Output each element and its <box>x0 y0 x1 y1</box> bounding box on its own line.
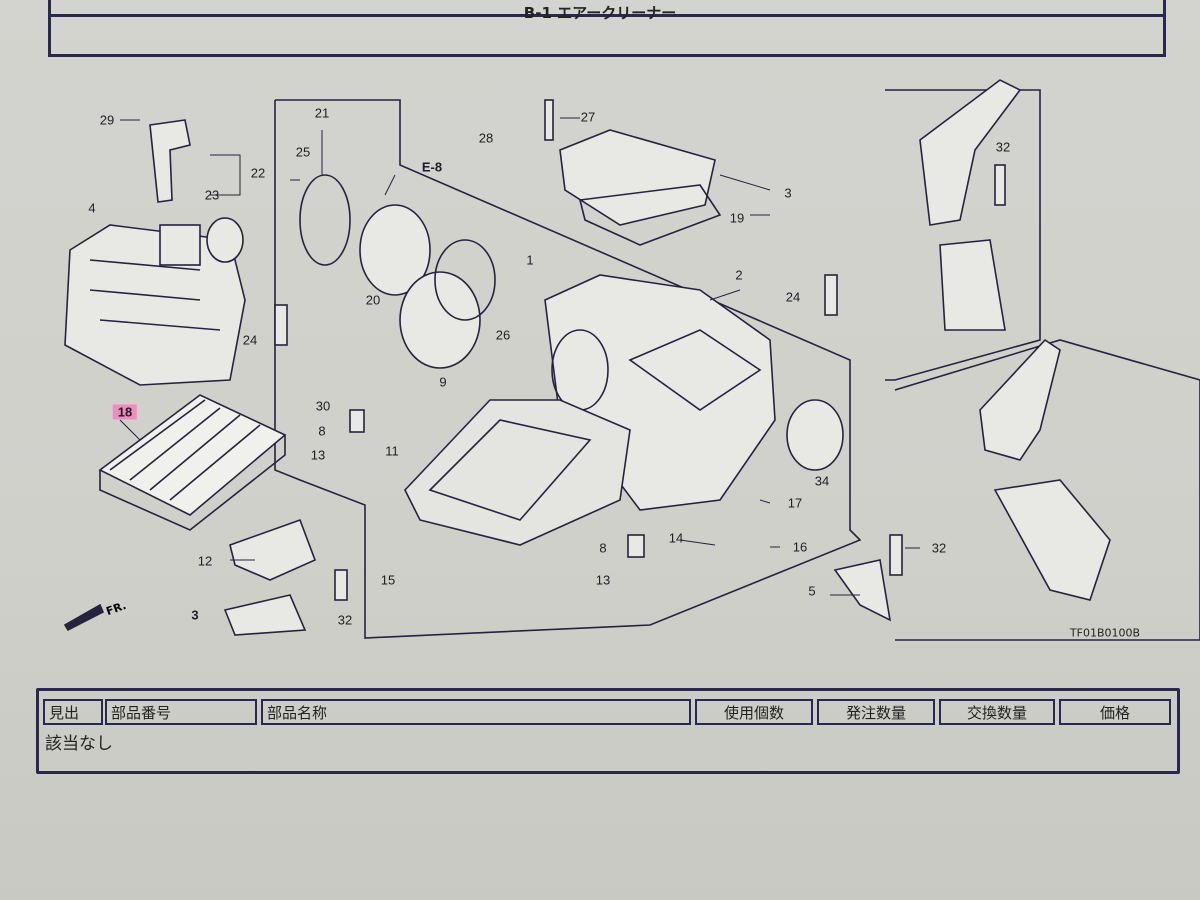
intake-duct-part <box>399 271 481 369</box>
stay-part <box>919 79 1022 226</box>
callout-23: 23 <box>204 187 220 203</box>
title-frame <box>48 0 1166 57</box>
callout-e8-reference[interactable]: E-8 <box>421 159 443 175</box>
air-cleaner-lid-part <box>559 129 722 246</box>
bracket-part-5 <box>833 559 892 622</box>
callout-34: 34 <box>814 473 830 489</box>
page-title: B-1 エアークリーナー <box>523 4 677 22</box>
no-results-text: 該当なし <box>45 734 113 754</box>
column-header-part-number: 部品番号 <box>105 699 257 725</box>
callout-32: 32 <box>337 612 353 628</box>
leader-lines <box>119 117 920 596</box>
column-header-price: 価格 <box>1059 699 1171 725</box>
callout-2: 2 <box>735 267 743 283</box>
callout-18-highlighted: 18 <box>112 404 138 420</box>
callout-8: 8 <box>318 423 326 439</box>
bracket-part-12 <box>229 518 317 581</box>
bolts <box>274 99 1006 601</box>
callout-15: 15 <box>380 572 396 588</box>
callout-32b: 32 <box>931 540 947 556</box>
callout-13: 13 <box>310 447 326 463</box>
callout-32c: 32 <box>995 139 1011 155</box>
callout-3: 3 <box>784 185 792 201</box>
air-filter-element-part <box>98 394 287 531</box>
bracket-part-lower <box>223 594 307 636</box>
air-cleaner-cover-part <box>64 217 246 386</box>
stay-part-2 <box>979 338 1061 461</box>
callout-27: 27 <box>580 109 596 125</box>
callout-30: 30 <box>315 398 331 414</box>
callout-24b: 24 <box>785 289 801 305</box>
mount-part <box>939 239 1006 331</box>
hose-clamp-part <box>299 174 351 266</box>
callout-21: 21 <box>314 105 330 121</box>
callout-1: 1 <box>526 252 534 268</box>
callout-4: 4 <box>88 200 96 216</box>
callout-26: 26 <box>495 327 511 343</box>
parts-table: 見出 部品番号 部品名称 使用個数 発注数量 交換数量 価格 該当なし <box>36 688 1180 774</box>
callout-25: 25 <box>295 144 311 160</box>
air-cleaner-housing-part <box>404 274 776 546</box>
title-rule <box>51 14 1163 17</box>
callout-8b: 8 <box>599 540 607 556</box>
mount-part-2 <box>993 479 1111 601</box>
front-arrow-icon <box>63 603 105 632</box>
column-header-quantity-used: 使用個数 <box>695 699 813 725</box>
callout-12: 12 <box>197 553 213 569</box>
group-outline <box>274 99 862 639</box>
callout-16: 16 <box>792 539 808 555</box>
callout-20: 20 <box>365 292 381 308</box>
callout-17: 17 <box>787 495 803 511</box>
column-header-order-quantity: 発注数量 <box>817 699 935 725</box>
callout-19: 19 <box>729 210 745 226</box>
sensor-part <box>149 119 191 203</box>
callout-5: 5 <box>808 583 816 599</box>
callout-3-lower: 3 <box>191 607 199 623</box>
bracket-group-outline-2 <box>894 339 1200 641</box>
callout-29: 29 <box>99 112 115 128</box>
figure-code: TF01B0100B <box>1069 626 1141 640</box>
callout-14: 14 <box>668 530 684 546</box>
column-header-part-name: 部品名称 <box>261 699 691 725</box>
exploded-parts-diagram <box>63 79 1200 641</box>
column-header-replacement-quantity: 交換数量 <box>939 699 1055 725</box>
callout-9: 9 <box>439 374 447 390</box>
duct-ring-part <box>786 399 844 471</box>
callout-28: 28 <box>478 130 494 146</box>
column-header-ref: 見出 <box>43 699 103 725</box>
rubber-joint-part <box>359 204 431 296</box>
callout-11: 11 <box>385 443 399 459</box>
callout-13b: 13 <box>595 572 611 588</box>
callout-24: 24 <box>242 332 258 348</box>
callout-22: 22 <box>250 165 266 181</box>
